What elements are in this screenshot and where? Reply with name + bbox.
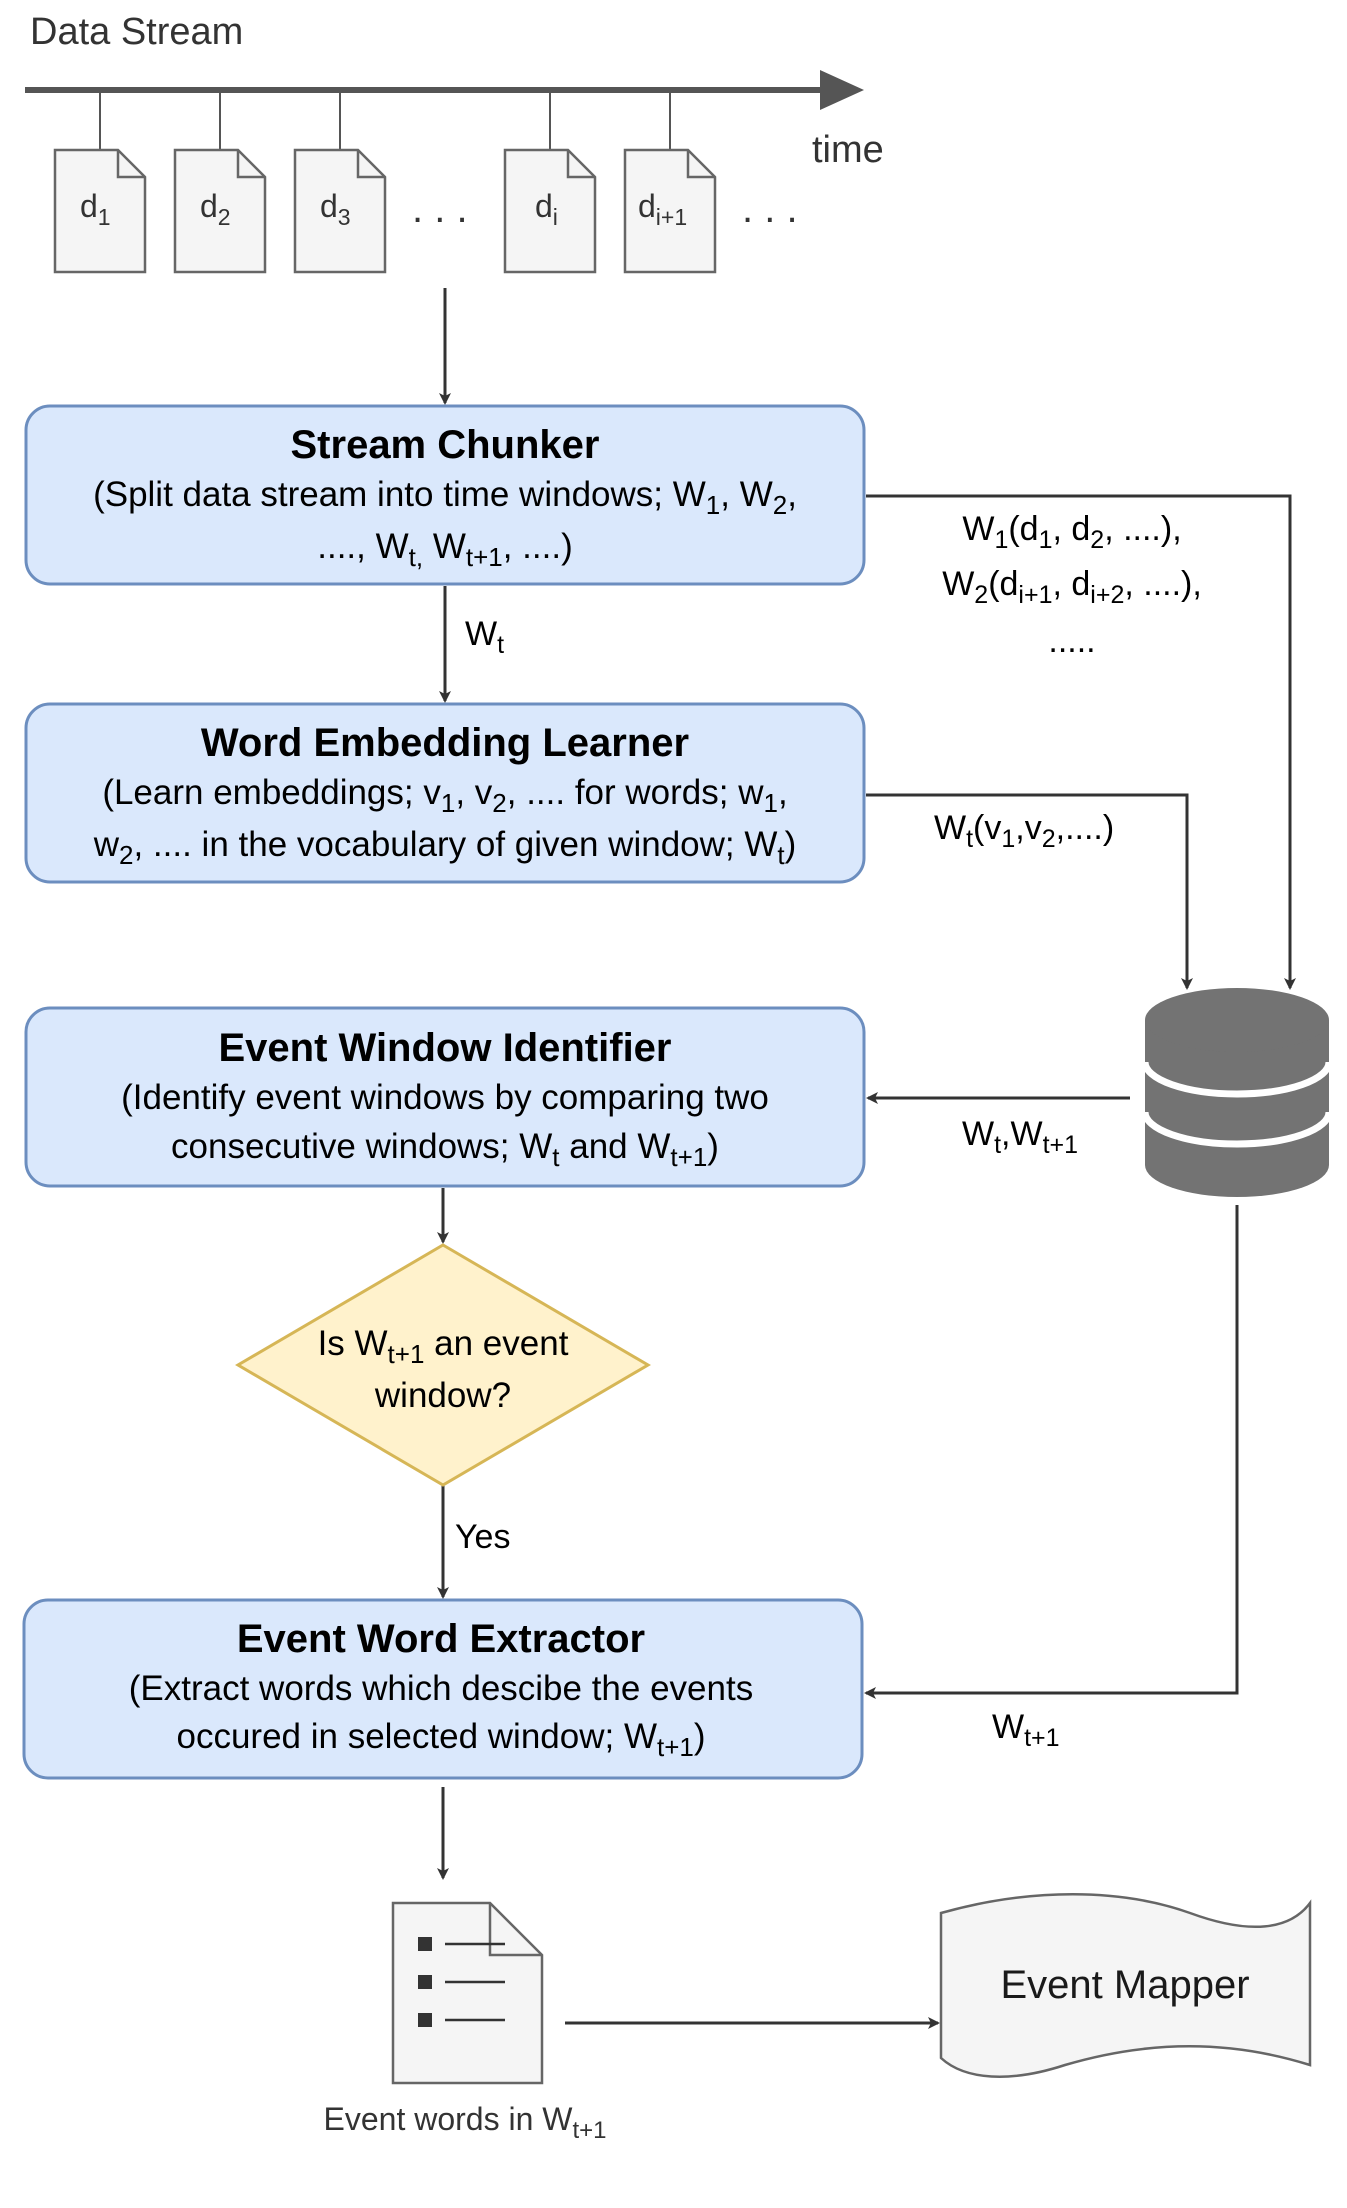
edge-label-wt: Wt: [465, 615, 504, 659]
side-windows-label: W1(d1, d2, ....), W2(di+1, di+2, ....), …: [942, 510, 1202, 660]
event-words-label: Event words in Wt+1: [324, 2101, 607, 2144]
event-mapper-label: Event Mapper: [1000, 1963, 1249, 2007]
timeline-ticks: [99, 90, 671, 150]
doc-di: di: [503, 148, 597, 274]
time-label: time: [812, 129, 884, 171]
event-window-identifier-line2: consecutive windows; Wt and Wt+1): [171, 1127, 719, 1172]
event-words-document-icon: [391, 1901, 544, 2085]
connectors: [437, 288, 1296, 2029]
arrow-embedding-to-db: [866, 793, 1193, 990]
stream-chunker-line2: ...., Wt, Wt+1, ....): [317, 527, 572, 572]
event-mapper-shape: Event Mapper: [939, 1893, 1312, 2078]
decision-line1: Is Wt+1 an event: [318, 1324, 569, 1369]
stream-chunker-title: Stream Chunker: [291, 423, 600, 467]
word-embedding-learner-line2: w2, .... in the vocabulary of given wind…: [93, 825, 797, 870]
word-embedding-learner-box: Word Embedding Learner (Learn embeddings…: [24, 702, 866, 884]
timeline-axis: [25, 70, 864, 110]
edge-label-window-pair: Wt,Wt+1: [962, 1115, 1078, 1159]
decision-line2: window?: [374, 1376, 511, 1415]
stream-ellipsis-2: . . .: [742, 187, 798, 231]
database-icon: [1141, 988, 1333, 1197]
stream-ellipsis-1: . . .: [412, 187, 468, 231]
svg-text:d3: d3: [320, 188, 351, 230]
event-window-decision: Is Wt+1 an event window?: [235, 1243, 651, 1487]
svg-text:di: di: [535, 188, 558, 230]
svg-text:W1(d1, d2, ....),: W1(d1, d2, ....),: [962, 510, 1181, 554]
arrow-chunker-to-db: [866, 494, 1296, 990]
svg-text:di+1: di+1: [638, 188, 687, 230]
doc-d1: d1: [53, 148, 147, 274]
stream-chunker-box: Stream Chunker (Split data stream into t…: [24, 404, 866, 586]
stream-chunker-line1: (Split data stream into time windows; W1…: [93, 475, 797, 520]
doc-d3: d3: [293, 148, 387, 274]
doc-di1: di+1: [623, 148, 717, 274]
word-embedding-learner-line1: (Learn embeddings; v1, v2, .... for word…: [102, 773, 787, 818]
doc-d2: d2: [173, 148, 267, 274]
edge-label-next-window: Wt+1: [992, 1708, 1060, 1752]
event-word-extractor-line2: occured in selected window; Wt+1): [176, 1717, 705, 1762]
event-word-extractor-line1: (Extract words which descibe the events: [129, 1669, 753, 1708]
event-window-identifier-title: Event Window Identifier: [219, 1026, 672, 1070]
event-word-extractor-title: Event Word Extractor: [237, 1617, 645, 1661]
event-window-identifier-line1: (Identify event windows by comparing two: [121, 1078, 769, 1117]
edge-label-vectors: Wt(v1,v2,....): [934, 809, 1114, 853]
event-word-extractor-box: Event Word Extractor (Extract words whic…: [22, 1598, 864, 1780]
word-embedding-learner-title: Word Embedding Learner: [201, 721, 689, 765]
svg-text:d2: d2: [200, 188, 231, 230]
svg-text:d1: d1: [80, 188, 111, 230]
data-stream-title: Data Stream: [30, 11, 243, 53]
event-window-identifier-box: Event Window Identifier (Identify event …: [24, 1006, 866, 1188]
arrow-db-to-extractor: [864, 1205, 1239, 1699]
edge-label-yes: Yes: [455, 1518, 510, 1556]
svg-text:.....: .....: [1048, 622, 1095, 660]
svg-text:W2(di+1, di+2, ....),: W2(di+1, di+2, ....),: [942, 565, 1202, 609]
